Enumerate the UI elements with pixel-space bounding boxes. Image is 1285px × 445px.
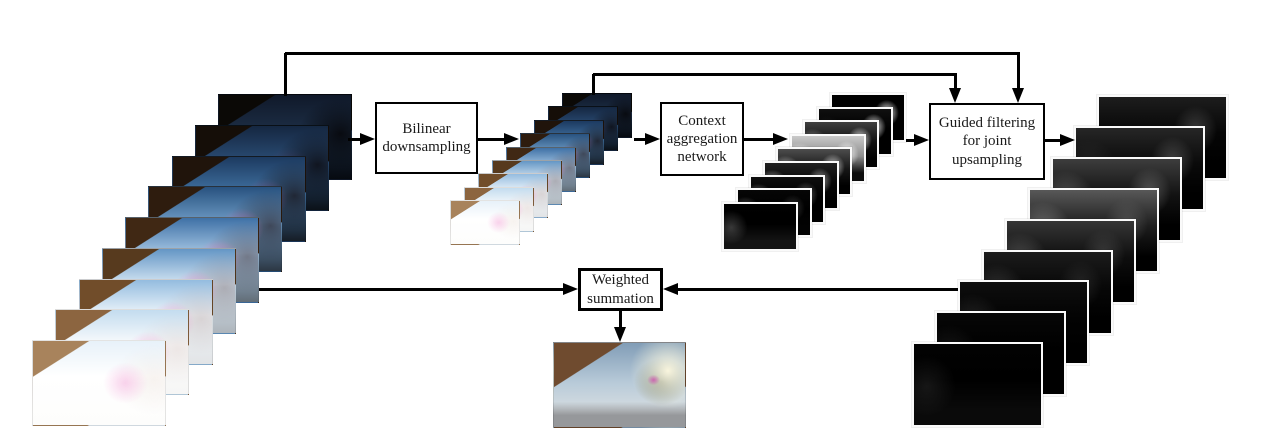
- skip-downsampled-to-guided-riser: [591, 74, 595, 95]
- arrow-weightmaps-to-guided-head: [914, 133, 929, 146]
- stack-frame: [722, 201, 798, 251]
- guided-filtering-label: Guided filtering for joint upsampling: [938, 115, 1036, 168]
- arrow-upsampled-to-weighted-summation-head: [663, 282, 678, 295]
- arrow-guided-to-upsampled: [1045, 138, 1062, 142]
- arrow-downsampled-to-context-head: [645, 132, 660, 145]
- arrow-input-to-bilinear: [348, 137, 362, 141]
- skip-downsampled-to-guided-drop-head: [948, 88, 961, 103]
- arrow-weighted-summation-to-result-head: [613, 327, 626, 342]
- skip-downsampled-to-guided-run: [593, 72, 957, 76]
- arrow-input-to-bilinear-head: [360, 132, 375, 145]
- arrow-bilinear-to-downsampled-head: [504, 132, 519, 145]
- skip-input-to-guided-drop: [1016, 53, 1020, 90]
- arrow-guided-to-upsampled-head: [1060, 133, 1075, 146]
- context-aggregation-network-label: Context aggregation network: [666, 112, 738, 166]
- skip-input-to-guided-riser: [283, 53, 287, 96]
- weighted-summation-label: Weighted summation: [587, 272, 654, 307]
- arrow-weightmaps-to-guided: [906, 138, 916, 142]
- bilinear-downsampling-label: Bilinear downsampling: [382, 120, 471, 155]
- arrow-downsampled-to-context: [634, 137, 647, 141]
- arrow-weighted-summation-to-result: [618, 311, 622, 329]
- stack-frame: [450, 200, 520, 246]
- weighted-summation-box: Weighted summation: [578, 268, 663, 311]
- fused-result-image: [553, 342, 686, 428]
- arrow-upsampled-to-weighted-summation: [676, 287, 1000, 291]
- stack-frame: [912, 342, 1044, 428]
- skip-downsampled-to-guided-drop: [953, 74, 957, 90]
- skip-input-to-guided-drop-head: [1011, 88, 1024, 103]
- guided-filtering-box: Guided filtering for joint upsampling: [929, 103, 1045, 180]
- arrow-context-to-weightmaps-head: [773, 132, 788, 145]
- skip-input-to-guided-run: [285, 51, 1020, 55]
- arrow-input-to-weighted-summation: [240, 287, 565, 291]
- bilinear-downsampling-box: Bilinear downsampling: [375, 102, 478, 174]
- arrow-context-to-weightmaps: [744, 137, 775, 141]
- context-aggregation-network-box: Context aggregation network: [660, 102, 744, 176]
- stack-frame: [32, 340, 166, 426]
- arrow-input-to-weighted-summation-head: [563, 282, 578, 295]
- arrow-bilinear-to-downsampled: [478, 137, 506, 141]
